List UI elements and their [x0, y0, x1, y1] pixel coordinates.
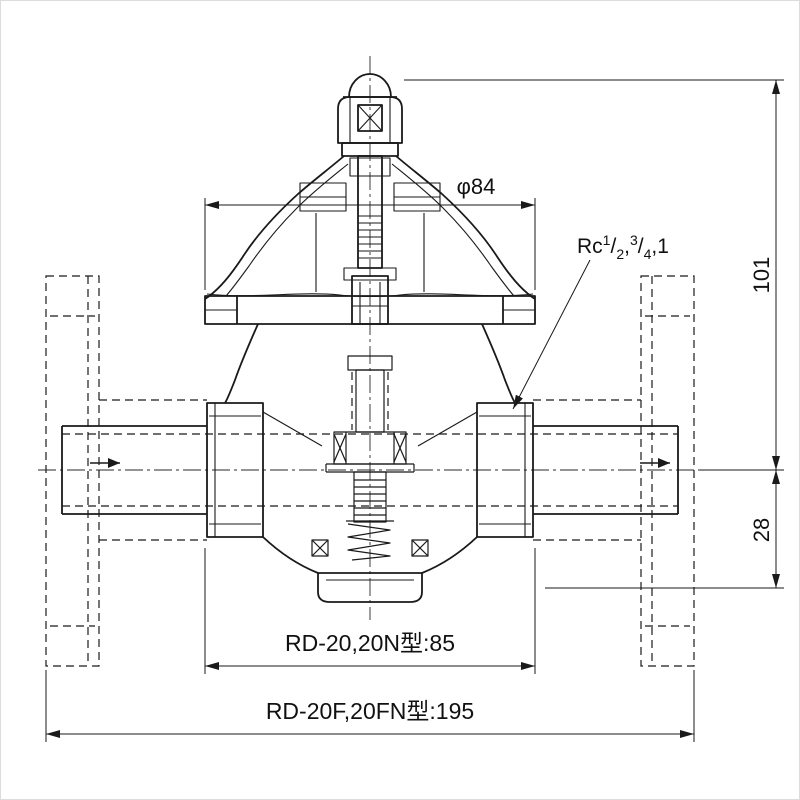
seal-ring-left [311, 539, 329, 557]
height-upper-label: 101 [749, 257, 774, 294]
dim-height-28: 28 [545, 470, 784, 589]
pipe-left [61, 425, 207, 515]
bottom-spring [347, 523, 391, 561]
dim-thread: Rc1/2,3/4,1 [512, 232, 669, 410]
diameter-label: φ84 [457, 174, 496, 199]
stem-through-flange [351, 275, 389, 325]
overall-width-label: RD-20F,20FN型:195 [266, 698, 474, 724]
thread-spec-label: Rc1/2,3/4,1 [577, 232, 669, 262]
dim-body-width: RD-20,20N型:85 [204, 548, 536, 674]
flange-left-dashed [45, 275, 207, 667]
lower-stem [353, 471, 387, 523]
hidden-bore-lines [62, 372, 678, 507]
height-lower-label: 28 [749, 518, 774, 542]
dim-height-101: 101 [404, 79, 784, 471]
flange-right-dashed [533, 275, 695, 667]
pipe-right [533, 425, 679, 515]
dim-diameter: φ84 [204, 174, 536, 290]
body-width-label: RD-20,20N型:85 [285, 630, 455, 656]
bottom-spring-cap [317, 572, 423, 603]
diaphragm-flange [204, 275, 536, 325]
threaded-boss-left [206, 402, 264, 538]
dim-overall-width: RD-20F,20FN型:195 [45, 670, 695, 742]
cap-dome [348, 73, 392, 98]
centerlines [38, 56, 706, 620]
valve-body [206, 323, 534, 603]
seal-ring-right [411, 539, 429, 557]
threaded-boss-right [476, 402, 534, 538]
adjusting-screw-section [357, 104, 383, 132]
valve-trim [311, 355, 429, 561]
thread-leader-line [512, 259, 591, 410]
spring-bonnet [204, 155, 536, 300]
spring-seat-plate [343, 267, 397, 281]
